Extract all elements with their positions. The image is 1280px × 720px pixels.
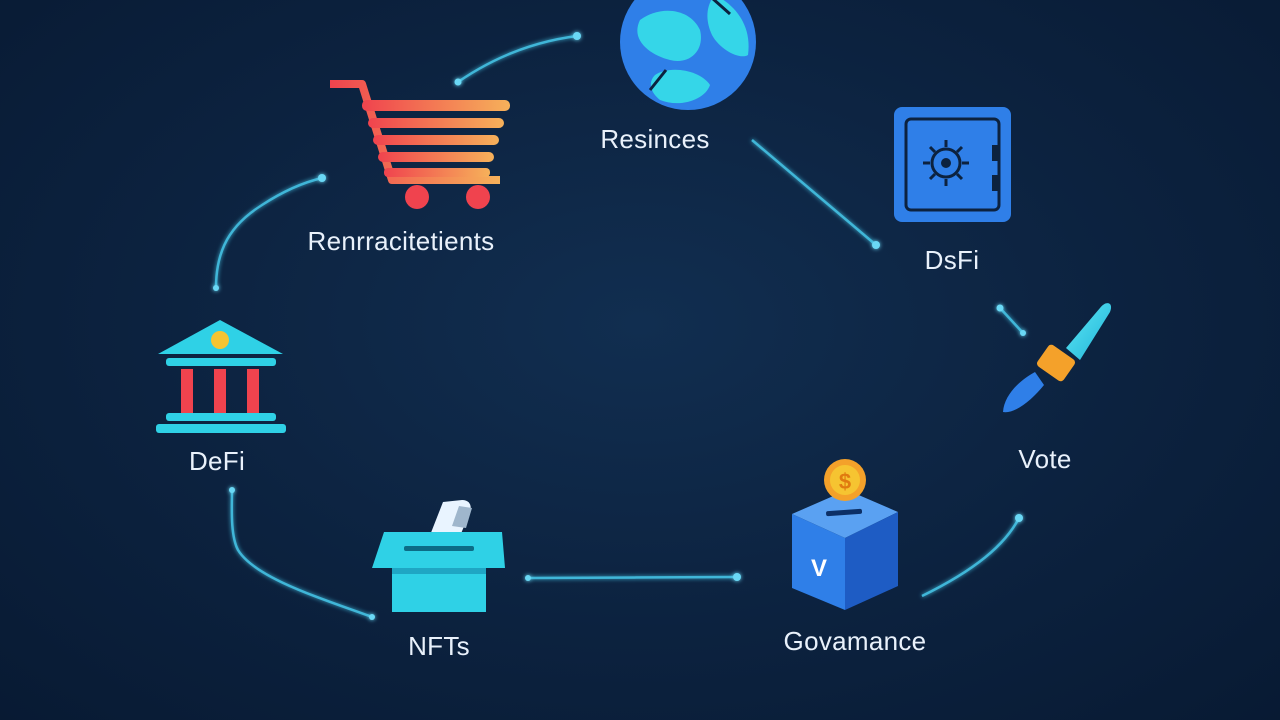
coin-symbol: $ (839, 469, 851, 494)
connector-vote-governance (921, 517, 1021, 598)
connector-resources-defi-vault (751, 139, 877, 246)
ballot-box-icon (372, 500, 505, 612)
node-label-resources: Resinces (600, 124, 710, 154)
vote-box-icon (792, 490, 898, 610)
node-label-governance: Govamance (783, 626, 927, 656)
connector-nfts-defi-bank (230, 489, 373, 619)
node-label-defi-bank: DeFi (188, 446, 246, 476)
bank-icon (156, 320, 286, 433)
connector-dots (213, 32, 1026, 620)
connectors (214, 34, 1024, 619)
shopping-cart-icon (330, 80, 510, 209)
node-label-nfts: NFTs (408, 631, 470, 661)
paintbrush-icon (1003, 303, 1112, 413)
vault-icon (894, 107, 1011, 222)
connector-defi-vault-vote (999, 307, 1024, 334)
globe-icon (620, 0, 756, 110)
connector-defi-bank-retail (214, 176, 323, 289)
connector-retail-resources (457, 34, 578, 84)
node-label-retail: Renrracitetients (307, 226, 495, 256)
node-label-defi-vault: DsFi (924, 245, 980, 275)
node-label-vote: Vote (1018, 444, 1072, 474)
coin-icon (824, 459, 866, 501)
vote-box-mark: V (811, 555, 827, 582)
connector-governance-nfts (527, 575, 738, 580)
